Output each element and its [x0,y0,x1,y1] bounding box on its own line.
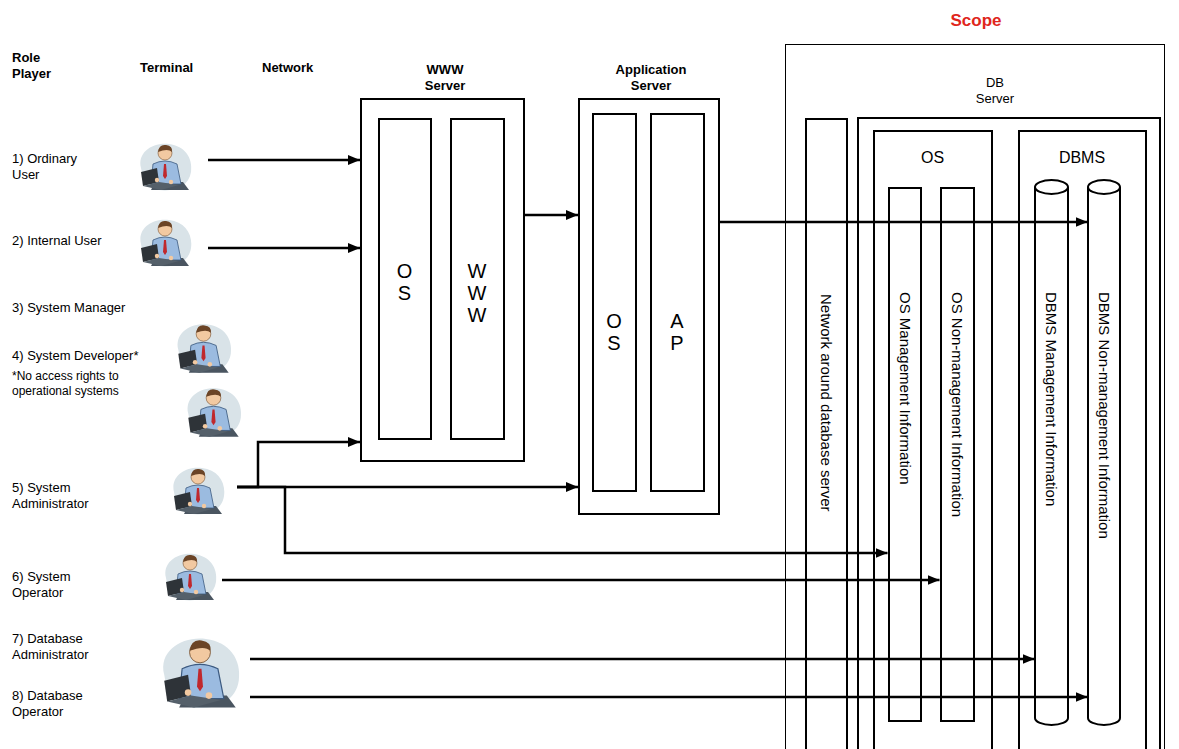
column-label: OS Non-management Information [949,290,966,519]
access-arrow [720,221,1088,224]
role-name: 1) Ordinary User [12,151,107,183]
box-label: DBMS [1020,148,1145,167]
text-slot: Network [262,60,342,76]
role-player: 2) Internal User [12,223,208,273]
server-label: DB Server [971,75,1019,107]
terminal-icon [140,144,191,191]
text-slot: DB Server [971,75,1019,107]
server-box: Application ServerOSAP [578,98,720,515]
cylinder-path [1088,180,1120,725]
layer-label: OS [604,310,624,354]
text-slot: WWW [452,260,503,326]
terminal-icon [178,324,231,373]
column-label: OS Management Information [896,290,913,487]
text-slot: Terminal [140,60,220,76]
footnote: *No access rights to operational systems [12,369,152,399]
role-player: 7) Database Administrator [12,628,250,676]
role-name: 4) System Developer* [12,348,172,364]
text-slot: Scope [786,11,1166,31]
text-slot: 5) System Administrator [12,480,107,512]
access-arrow [208,247,360,250]
layer-label: AP [667,310,687,354]
access-arrow [208,159,360,162]
role-name: 5) System Administrator [12,480,107,512]
access-arrow [250,696,1088,699]
data-cylinder: DBMS Non-management Information [1088,180,1120,725]
os-layer: OS [592,113,637,492]
access-arrow [525,214,578,217]
terminal-icon [140,220,191,267]
layer-label: WWW [467,260,487,326]
role-name: 3) System Manager [12,300,162,316]
text-slot: 2) Internal User [12,233,107,249]
column-header: Terminal [140,60,220,76]
text-slot: 4) System Developer* [12,348,172,364]
os-box: OS OS Management Information OS Non-manage… [873,130,993,749]
access-arrow [237,442,360,487]
server-heading: Application Server [606,62,696,94]
text-slot: OS [380,260,430,304]
terminal-icon [188,388,241,437]
role-player: 5) System Administrator [12,462,237,516]
text-slot: *No access rights to operational systems [12,369,152,399]
text-slot: OS [594,310,635,354]
text-slot: DBMS [1020,148,1145,167]
box-label: OS [875,148,991,167]
text-slot: 8) Database Operator [12,688,107,720]
web-layer: WWW [450,118,505,440]
column-header: Role Player [12,50,72,82]
text-slot: 1) Ordinary User [12,151,107,183]
text-slot: AP [652,310,703,354]
role-player: 3) System Manager [12,298,162,322]
terminal-icon [173,468,224,515]
access-arrow [237,486,578,489]
cylinder-path [1035,180,1068,725]
server-heading: WWW Server [414,62,476,94]
role-player: 8) Database Operator [12,680,250,726]
server-frame [858,118,1160,749]
text-slot: WWW Server [414,62,476,94]
layer-label: OS [395,260,415,304]
dbms-box: DBMS DBMS Management Information DBMS Non-… [1018,130,1147,749]
terminal-icon [165,554,216,601]
network-band: Network around database server [805,118,848,749]
scope-box: ScopeDB ServerNetwork around database se… [785,44,1165,749]
text-slot: 6) System Operator [12,569,107,601]
role-player: 1) Ordinary User [12,135,208,185]
access-arrow [250,658,1035,661]
app-layer: AP [650,113,705,492]
column-label: DBMS Non-management Information [1095,290,1112,541]
role-player: 6) System Operator [12,560,222,602]
role-name: 8) Database Operator [12,688,107,720]
access-arrow [222,579,940,582]
text-slot: Role Player [12,50,72,82]
text-slot: OS [875,148,991,167]
role-name: 6) System Operator [12,569,107,601]
role-name: 2) Internal User [12,233,107,249]
column-header: Network [262,60,342,76]
data-cylinder: DBMS Management Information [1035,180,1068,725]
role-name: 7) Database Administrator [12,631,107,663]
text-slot: 3) System Manager [12,300,162,316]
info-column: OS Management Information [888,187,922,722]
column-label: Network around database server [818,292,835,514]
role-player: 4) System Developer* *No access rights to… [12,345,172,413]
access-arrow [237,487,888,553]
terminal-icon [163,639,239,709]
text-slot: 7) Database Administrator [12,631,107,663]
scope-heading: Scope [786,11,1166,31]
text-slot: Application Server [606,62,696,94]
info-column: OS Non-management Information [940,187,975,722]
server-box: WWW ServerOSWWW [360,98,525,462]
column-label: DBMS Management Information [1043,290,1060,508]
os-layer: OS [378,118,432,440]
